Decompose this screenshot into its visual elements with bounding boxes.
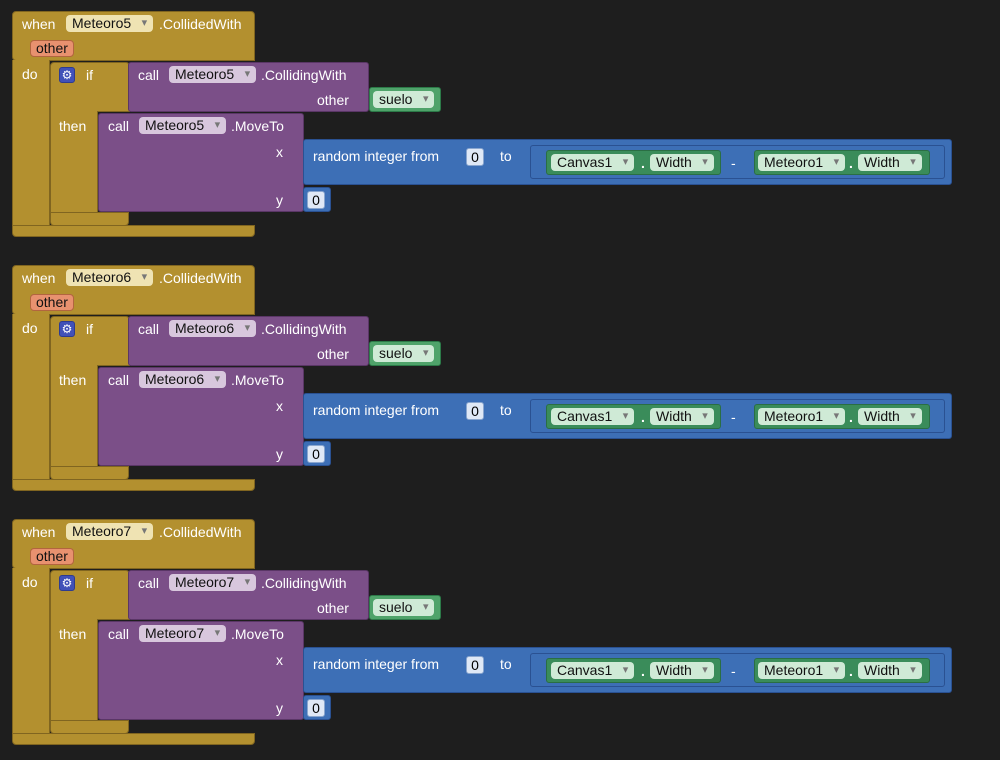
event-block-spine xyxy=(12,568,50,738)
call-label: call xyxy=(138,321,160,337)
sub-component-dropdown[interactable]: Meteoro1 xyxy=(758,154,846,171)
other-param[interactable]: other xyxy=(30,40,74,57)
move-to-label: .MoveTo xyxy=(231,626,284,642)
call-label: call xyxy=(138,67,160,83)
x-arg-label: x xyxy=(276,398,283,414)
canvas-property-dropdown[interactable]: Width xyxy=(650,662,714,679)
x-arg-label: x xyxy=(276,144,283,160)
do-label: do xyxy=(22,574,38,590)
sub-property-dropdown[interactable]: Width xyxy=(858,662,922,679)
random-from-number[interactable]: 0 xyxy=(466,148,484,166)
colliding-component-dropdown[interactable]: Meteoro6 xyxy=(169,320,257,337)
move-to-label: .MoveTo xyxy=(231,118,284,134)
move-component-dropdown[interactable]: Meteoro6 xyxy=(139,371,227,388)
event-block-footer xyxy=(12,225,255,237)
sub-property-dropdown[interactable]: Width xyxy=(858,408,922,425)
gear-icon[interactable]: ⚙ xyxy=(59,575,75,591)
random-from-number[interactable]: 0 xyxy=(466,656,484,674)
then-label: then xyxy=(59,372,87,388)
y-arg-label: y xyxy=(276,192,283,208)
then-label: then xyxy=(59,118,87,134)
when-label: when xyxy=(22,524,56,540)
call-label: call xyxy=(108,626,130,642)
y-number[interactable]: 0 xyxy=(307,445,325,463)
gear-icon[interactable]: ⚙ xyxy=(59,321,75,337)
y-number[interactable]: 0 xyxy=(307,191,325,209)
to-label: to xyxy=(500,148,512,164)
if-block-footer xyxy=(50,720,129,734)
to-label: to xyxy=(500,402,512,418)
other-param[interactable]: other xyxy=(30,294,74,311)
canvas-dropdown[interactable]: Canvas1 xyxy=(551,154,635,171)
call-label: call xyxy=(108,372,130,388)
suelo-dropdown[interactable]: suelo xyxy=(373,599,435,616)
y-number[interactable]: 0 xyxy=(307,699,325,717)
if-label: if xyxy=(86,575,93,591)
sub-component-dropdown[interactable]: Meteoro1 xyxy=(758,408,846,425)
colliding-with-label: .CollidingWith xyxy=(261,67,347,83)
move-component-dropdown[interactable]: Meteoro5 xyxy=(139,117,227,134)
canvas-property-dropdown[interactable]: Width xyxy=(650,154,714,171)
colliding-component-dropdown[interactable]: Meteoro7 xyxy=(169,574,257,591)
property-dot: . xyxy=(641,409,645,425)
move-component-dropdown[interactable]: Meteoro7 xyxy=(139,625,227,642)
if-label: if xyxy=(86,67,93,83)
event-block-footer xyxy=(12,733,255,745)
collided-with-label: .CollidedWith xyxy=(159,16,242,32)
event-block-spine xyxy=(12,314,50,484)
property-dot: . xyxy=(849,663,853,679)
other-arg-label: other xyxy=(317,92,349,108)
do-label: do xyxy=(22,66,38,82)
component-dropdown[interactable]: Meteoro7 xyxy=(66,523,154,540)
canvas-property-dropdown[interactable]: Width xyxy=(650,408,714,425)
random-integer-label: random integer from xyxy=(313,656,440,672)
if-block-spine xyxy=(50,111,98,218)
component-dropdown[interactable]: Meteoro5 xyxy=(66,15,154,32)
when-label: when xyxy=(22,16,56,32)
minus-operator: - xyxy=(731,155,736,171)
random-from-number[interactable]: 0 xyxy=(466,402,484,420)
suelo-dropdown[interactable]: suelo xyxy=(373,91,435,108)
random-integer-label: random integer from xyxy=(313,402,440,418)
then-label: then xyxy=(59,626,87,642)
call-label: call xyxy=(108,118,130,134)
random-integer-label: random integer from xyxy=(313,148,440,164)
event-block-spine xyxy=(12,60,50,230)
property-dot: . xyxy=(641,663,645,679)
to-label: to xyxy=(500,656,512,672)
other-arg-label: other xyxy=(317,600,349,616)
if-label: if xyxy=(86,321,93,337)
component-dropdown[interactable]: Meteoro6 xyxy=(66,269,154,286)
y-arg-label: y xyxy=(276,700,283,716)
if-block-spine xyxy=(50,365,98,472)
canvas-dropdown[interactable]: Canvas1 xyxy=(551,408,635,425)
if-block-footer xyxy=(50,466,129,480)
when-label: when xyxy=(22,270,56,286)
suelo-dropdown[interactable]: suelo xyxy=(373,345,435,362)
other-param[interactable]: other xyxy=(30,548,74,565)
colliding-component-dropdown[interactable]: Meteoro5 xyxy=(169,66,257,83)
if-block-spine xyxy=(50,619,98,726)
call-label: call xyxy=(138,575,160,591)
sub-component-dropdown[interactable]: Meteoro1 xyxy=(758,662,846,679)
event-block-footer xyxy=(12,479,255,491)
collided-with-label: .CollidedWith xyxy=(159,524,242,540)
other-arg-label: other xyxy=(317,346,349,362)
minus-operator: - xyxy=(731,409,736,425)
move-to-label: .MoveTo xyxy=(231,372,284,388)
do-label: do xyxy=(22,320,38,336)
x-arg-label: x xyxy=(276,652,283,668)
colliding-with-label: .CollidingWith xyxy=(261,321,347,337)
canvas-dropdown[interactable]: Canvas1 xyxy=(551,662,635,679)
sub-property-dropdown[interactable]: Width xyxy=(858,154,922,171)
property-dot: . xyxy=(849,155,853,171)
colliding-with-label: .CollidingWith xyxy=(261,575,347,591)
if-block-footer xyxy=(50,212,129,226)
collided-with-label: .CollidedWith xyxy=(159,270,242,286)
property-dot: . xyxy=(849,409,853,425)
y-arg-label: y xyxy=(276,446,283,462)
gear-icon[interactable]: ⚙ xyxy=(59,67,75,83)
property-dot: . xyxy=(641,155,645,171)
minus-operator: - xyxy=(731,663,736,679)
